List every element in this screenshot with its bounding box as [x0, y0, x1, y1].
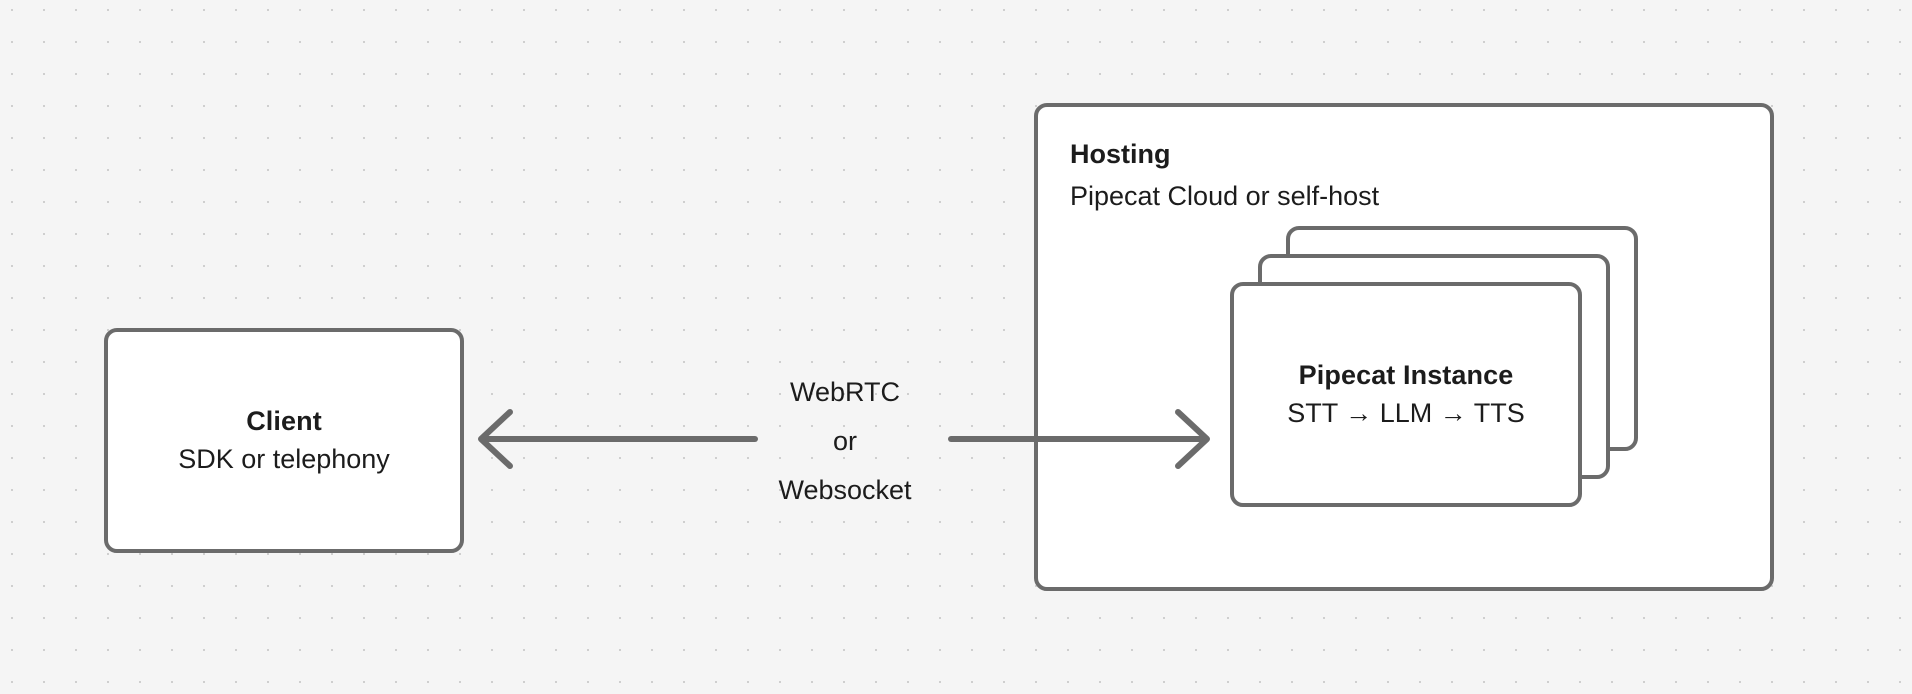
pipecat-instance-title: Pipecat Instance — [1298, 359, 1514, 390]
hosting-header: Hosting Pipecat Cloud or self-host — [1070, 136, 1379, 217]
pipecat-instance-card-front[interactable]: Pipecat Instance STT → LLM → TTS — [1230, 282, 1582, 507]
hosting-title: Hosting — [1070, 139, 1171, 169]
arrow-left-head — [478, 409, 513, 469]
connector-label-line-1: WebRTC — [789, 377, 901, 407]
client-title: Client — [246, 405, 322, 436]
arrow-right-head — [1175, 409, 1210, 469]
arrow-pointing-to-client — [478, 409, 758, 469]
connector-label-line-2: or — [832, 426, 857, 456]
pipecat-instance-stack: Pipecat Instance STT → LLM → TTS — [1230, 226, 1640, 536]
node-hosting[interactable]: Hosting Pipecat Cloud or self-host Pipec… — [1034, 103, 1774, 591]
pipecat-instance-pipeline: STT → LLM → TTS — [1287, 397, 1525, 428]
connector-label-line-3: Websocket — [778, 475, 912, 505]
arrow-pointing-to-hosting — [948, 409, 1210, 469]
hosting-subtitle: Pipecat Cloud or self-host — [1070, 181, 1380, 212]
connector-label-group: WebRTC or Websocket — [745, 368, 945, 515]
client-subtitle: SDK or telephony — [178, 443, 390, 474]
node-client[interactable]: Client SDK or telephony — [104, 328, 464, 553]
